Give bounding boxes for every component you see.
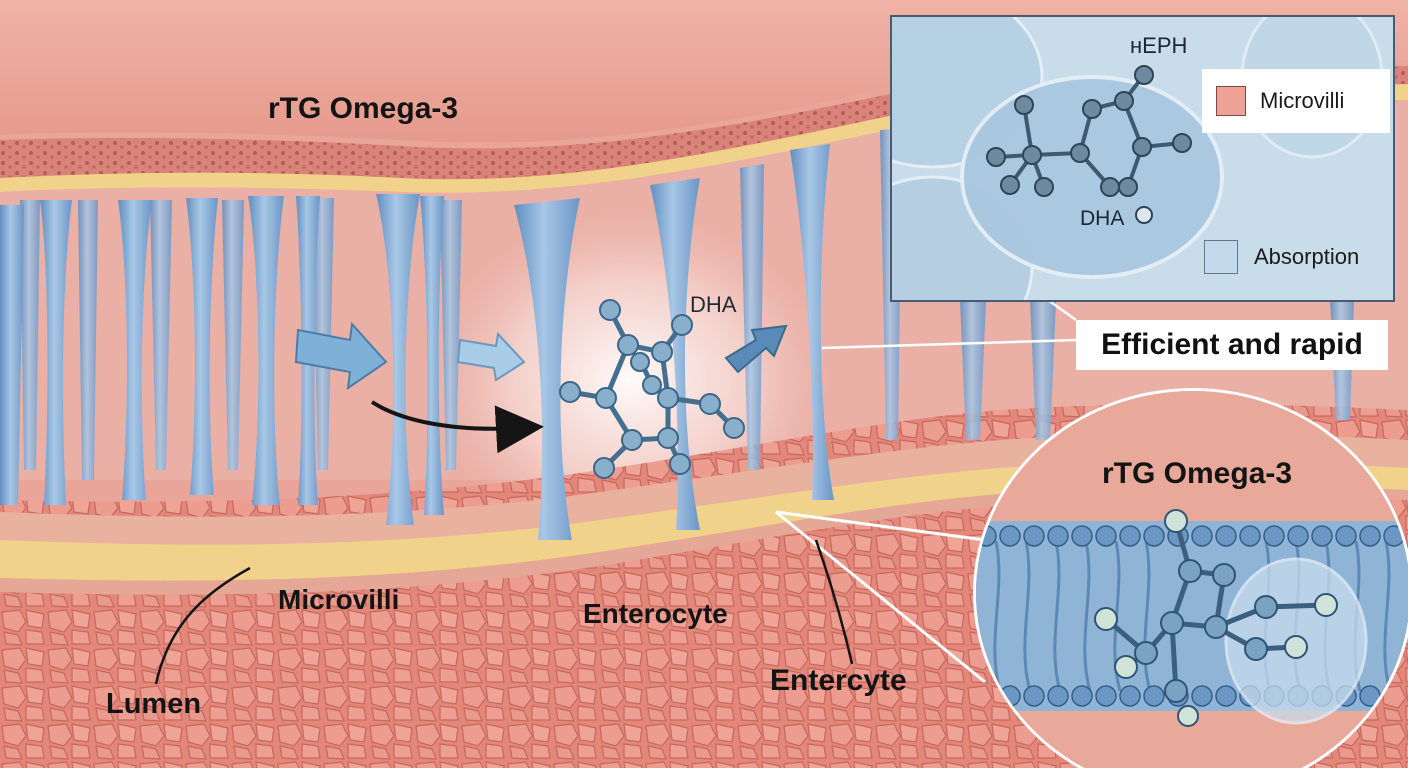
membrane-zoom: rTG Omega-3 — [973, 388, 1408, 768]
legend-swatch-microvilli — [1216, 86, 1246, 116]
title: rTG Omega-3 — [268, 92, 459, 125]
enterocyte-label: Enterocyte — [583, 598, 728, 629]
legend-item-absorption: Absorption — [1204, 227, 1359, 287]
inset-top-label: нЕРН — [1130, 33, 1188, 58]
flow-arrows — [294, 321, 788, 391]
legend-label-absorption: Absorption — [1254, 244, 1360, 269]
dha-atoms — [559, 299, 745, 479]
entercyte-label: Entercyte — [770, 664, 907, 697]
caption-text: Efficient and rapid — [1101, 328, 1363, 361]
legend-swatch-absorption — [1204, 240, 1238, 274]
legend-label-microvilli: Microvilli — [1260, 88, 1345, 113]
legend-item-microvilli: Microvilli — [1202, 69, 1390, 133]
membrane-illustration — [976, 391, 1408, 768]
lumen-label: Lumen — [106, 688, 202, 720]
dha-label: DHA — [690, 292, 737, 317]
zoom-title: rTG Omega-3 — [1102, 457, 1293, 490]
inset-dha-label: DHA — [1080, 207, 1125, 230]
microvilli-label: Microvilli — [278, 584, 400, 615]
caption-box: Efficient and rapid — [1076, 320, 1388, 370]
microvilli-front — [0, 144, 834, 540]
detail-inset: нЕРН DHA Microvilli Absorption — [890, 15, 1395, 302]
